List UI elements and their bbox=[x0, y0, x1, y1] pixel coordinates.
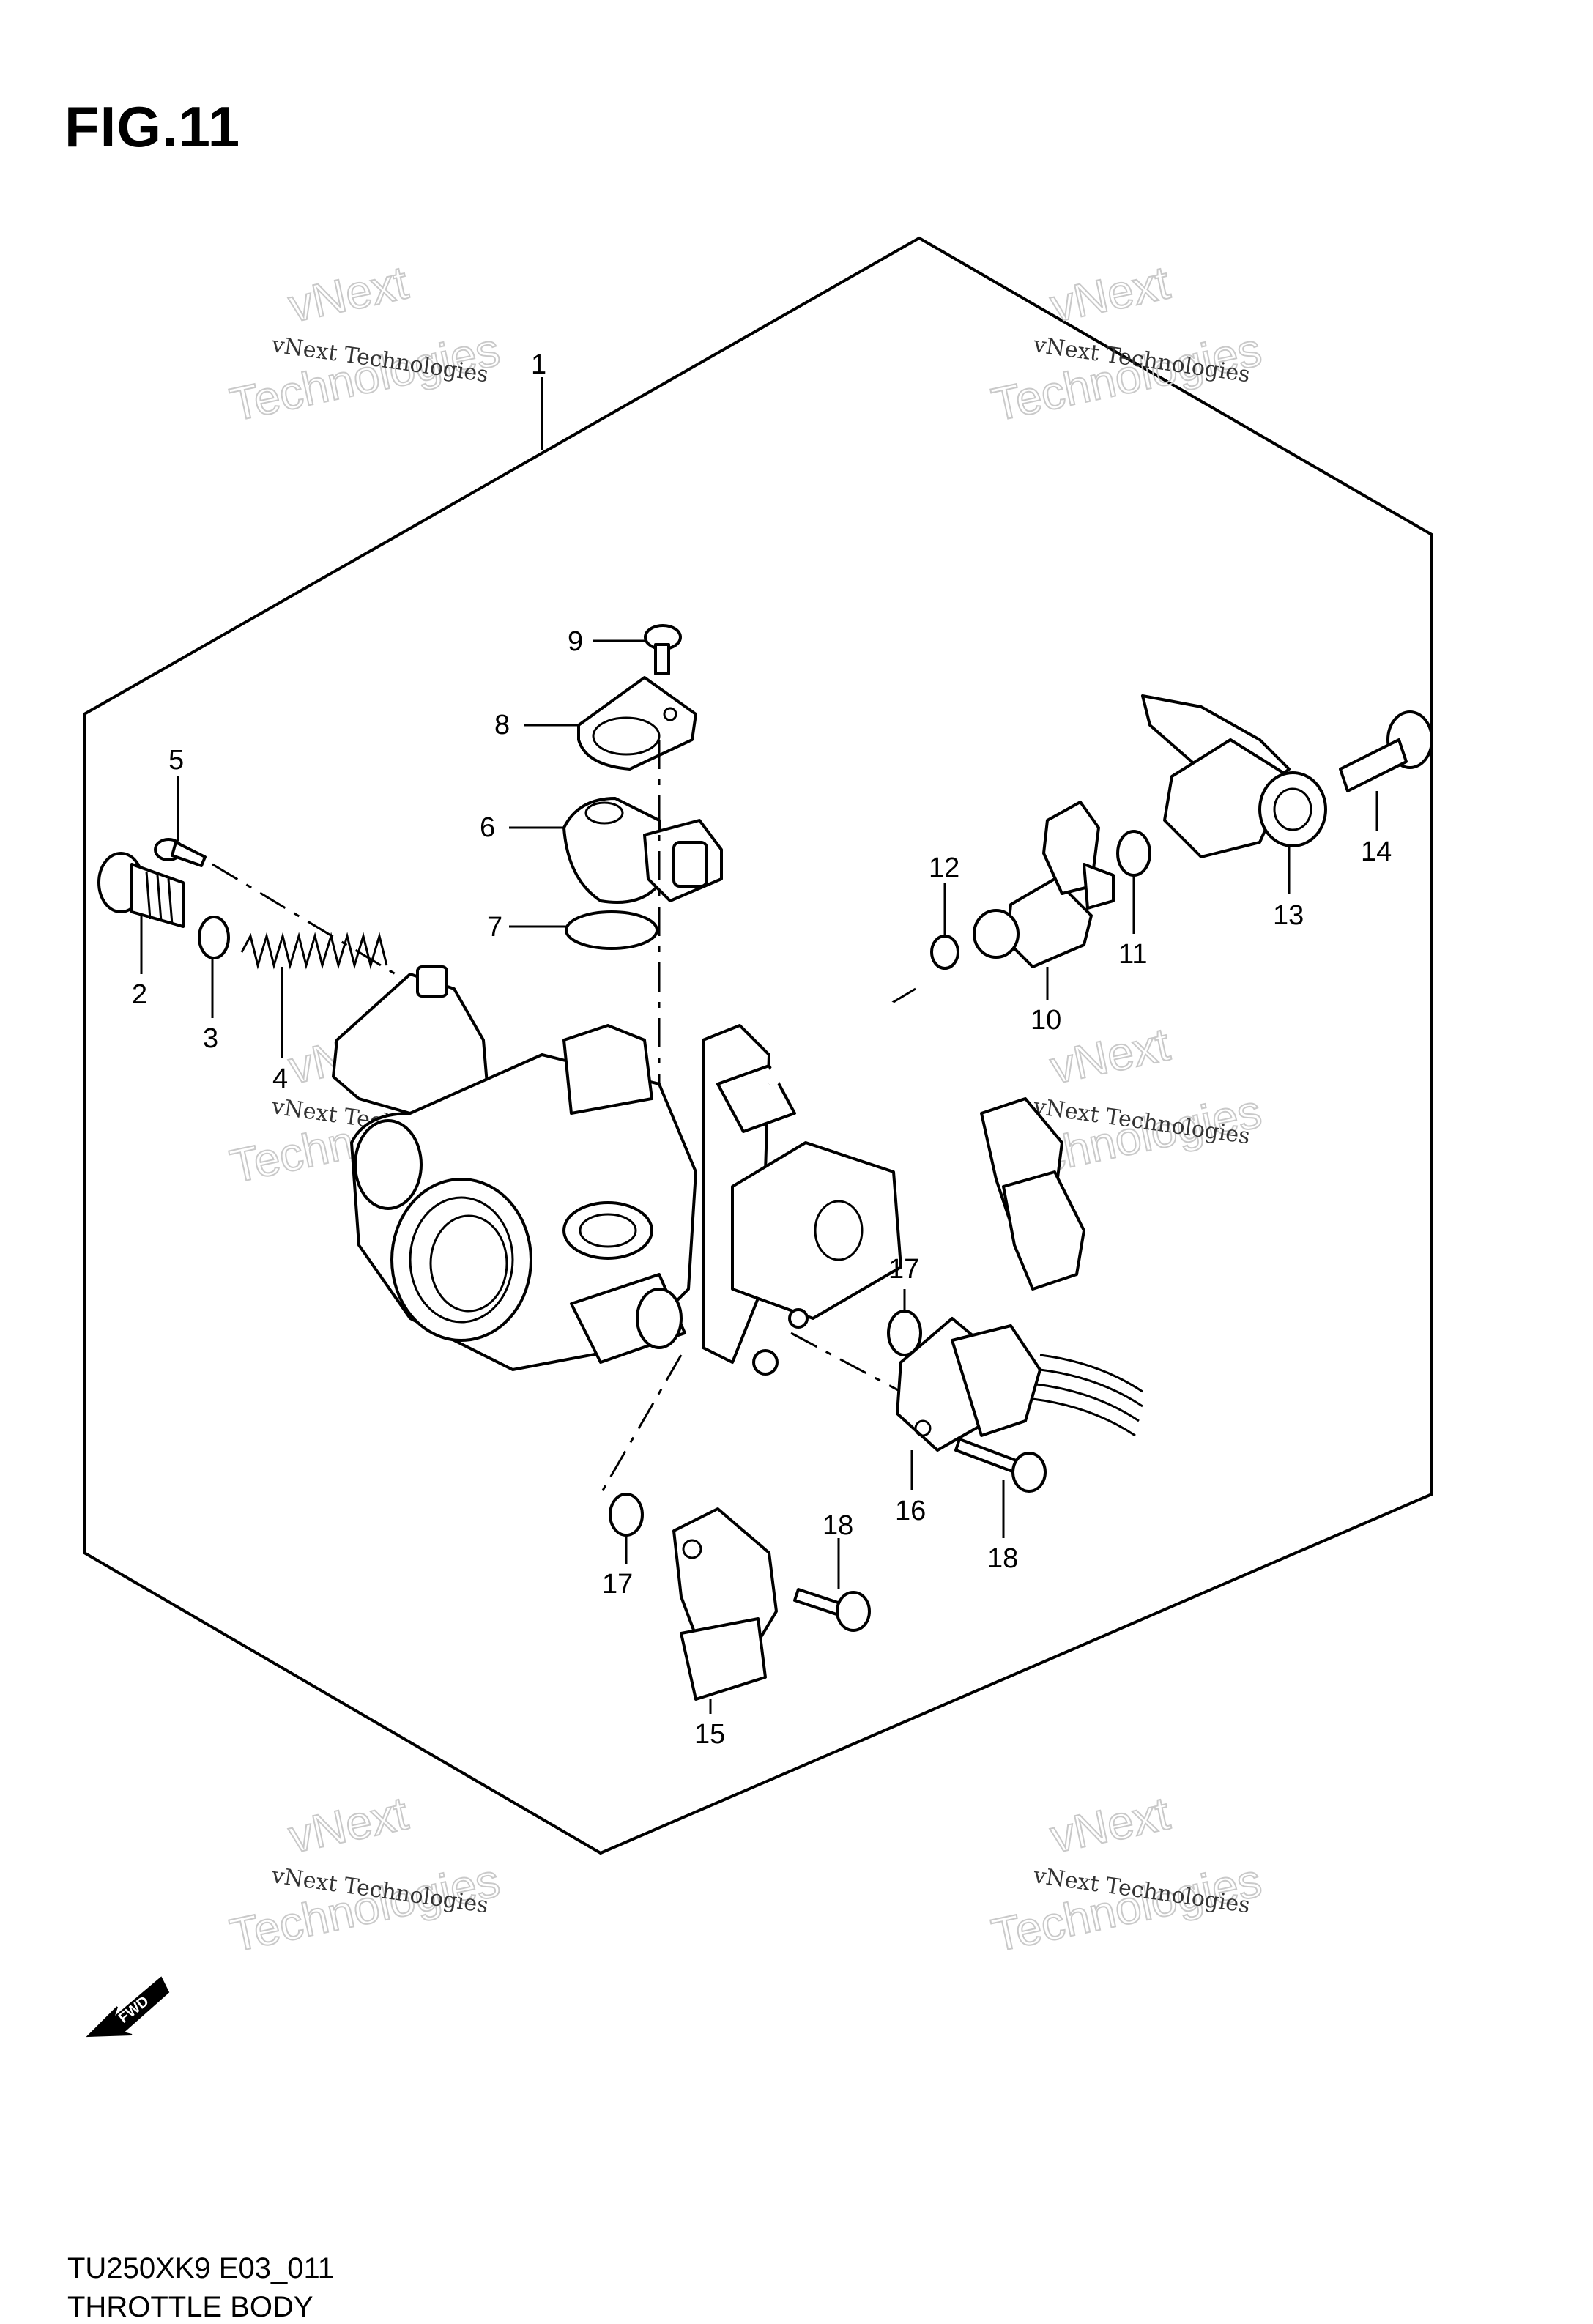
callout-6: 6 bbox=[480, 812, 495, 843]
alignment-line-screw bbox=[212, 863, 396, 976]
part-bolt-18-right bbox=[954, 1438, 1047, 1493]
part-screw-5 bbox=[154, 838, 207, 867]
svg-text:vNext: vNext bbox=[1046, 1786, 1174, 1863]
callout-2: 2 bbox=[132, 979, 147, 1010]
part-sensor-16 bbox=[896, 1317, 1143, 1452]
callout-17-right: 17 bbox=[888, 1254, 919, 1285]
watermark-bottom-right: vNext Technologies vNext Technologies bbox=[987, 1786, 1266, 1962]
callout-3: 3 bbox=[203, 1023, 218, 1054]
watermark-bottom-left: vNext Technologies vNext Technologies bbox=[225, 1786, 505, 1962]
assembly-outline bbox=[83, 236, 1433, 1855]
callout-4: 4 bbox=[272, 1063, 288, 1094]
part-injector-10 bbox=[973, 801, 1115, 968]
part-screw-9 bbox=[644, 624, 682, 675]
part-bolt-18-lower bbox=[793, 1588, 871, 1632]
callout-5: 5 bbox=[168, 745, 184, 776]
part-bolt-14 bbox=[1339, 710, 1433, 792]
part-sensor-15 bbox=[672, 1507, 778, 1701]
part-oring-7 bbox=[565, 910, 658, 950]
part-oring-11 bbox=[1116, 830, 1151, 877]
callout-8: 8 bbox=[494, 710, 510, 740]
callout-7: 7 bbox=[487, 912, 502, 943]
callout-17-lower: 17 bbox=[602, 1569, 633, 1600]
figure-title: FIG.11 bbox=[64, 94, 241, 159]
watermark-top-left: vNext Technologies vNext Technologies bbox=[225, 255, 505, 431]
svg-text:vNext: vNext bbox=[284, 256, 412, 332]
callout-16: 16 bbox=[895, 1496, 926, 1526]
fwd-arrow-icon: FWD bbox=[86, 1976, 170, 2038]
alignment-line-right-sensor bbox=[790, 1332, 902, 1393]
callout-18-right: 18 bbox=[987, 1543, 1018, 1574]
svg-text:vNext: vNext bbox=[1046, 256, 1174, 332]
part-adjuster-2 bbox=[97, 852, 185, 928]
callout-11: 11 bbox=[1118, 939, 1147, 970]
part-throttle-body-1 bbox=[332, 965, 1085, 1376]
svg-text:vNext: vNext bbox=[1046, 1017, 1174, 1094]
caption-part-name: THROTTLE BODY bbox=[67, 2291, 313, 2323]
alignment-line-injector bbox=[878, 987, 916, 1012]
part-oring-17-lower bbox=[609, 1493, 644, 1537]
callout-18-lower: 18 bbox=[823, 1510, 853, 1541]
part-bracket-8 bbox=[577, 676, 697, 771]
watermark-top-right: vNext Technologies vNext Technologies bbox=[987, 255, 1266, 431]
alignment-line-lower-sensor bbox=[599, 1354, 683, 1495]
callout-1: 1 bbox=[531, 349, 546, 380]
part-oring-3 bbox=[198, 916, 230, 959]
part-oring-12 bbox=[930, 935, 959, 970]
part-delivery-pipe-13 bbox=[1141, 694, 1327, 858]
callout-14: 14 bbox=[1361, 836, 1392, 867]
callout-10: 10 bbox=[1031, 1005, 1061, 1036]
part-sensor-6 bbox=[562, 797, 723, 904]
part-spring-4 bbox=[240, 932, 388, 970]
caption-model-code: TU250XK9 E03_011 bbox=[67, 2252, 334, 2284]
callout-13: 13 bbox=[1273, 900, 1304, 931]
leader-lines bbox=[140, 377, 1378, 1714]
callout-9: 9 bbox=[568, 626, 583, 657]
svg-text:vNext: vNext bbox=[284, 1786, 412, 1863]
callout-12: 12 bbox=[929, 853, 959, 883]
callout-15: 15 bbox=[694, 1719, 725, 1750]
